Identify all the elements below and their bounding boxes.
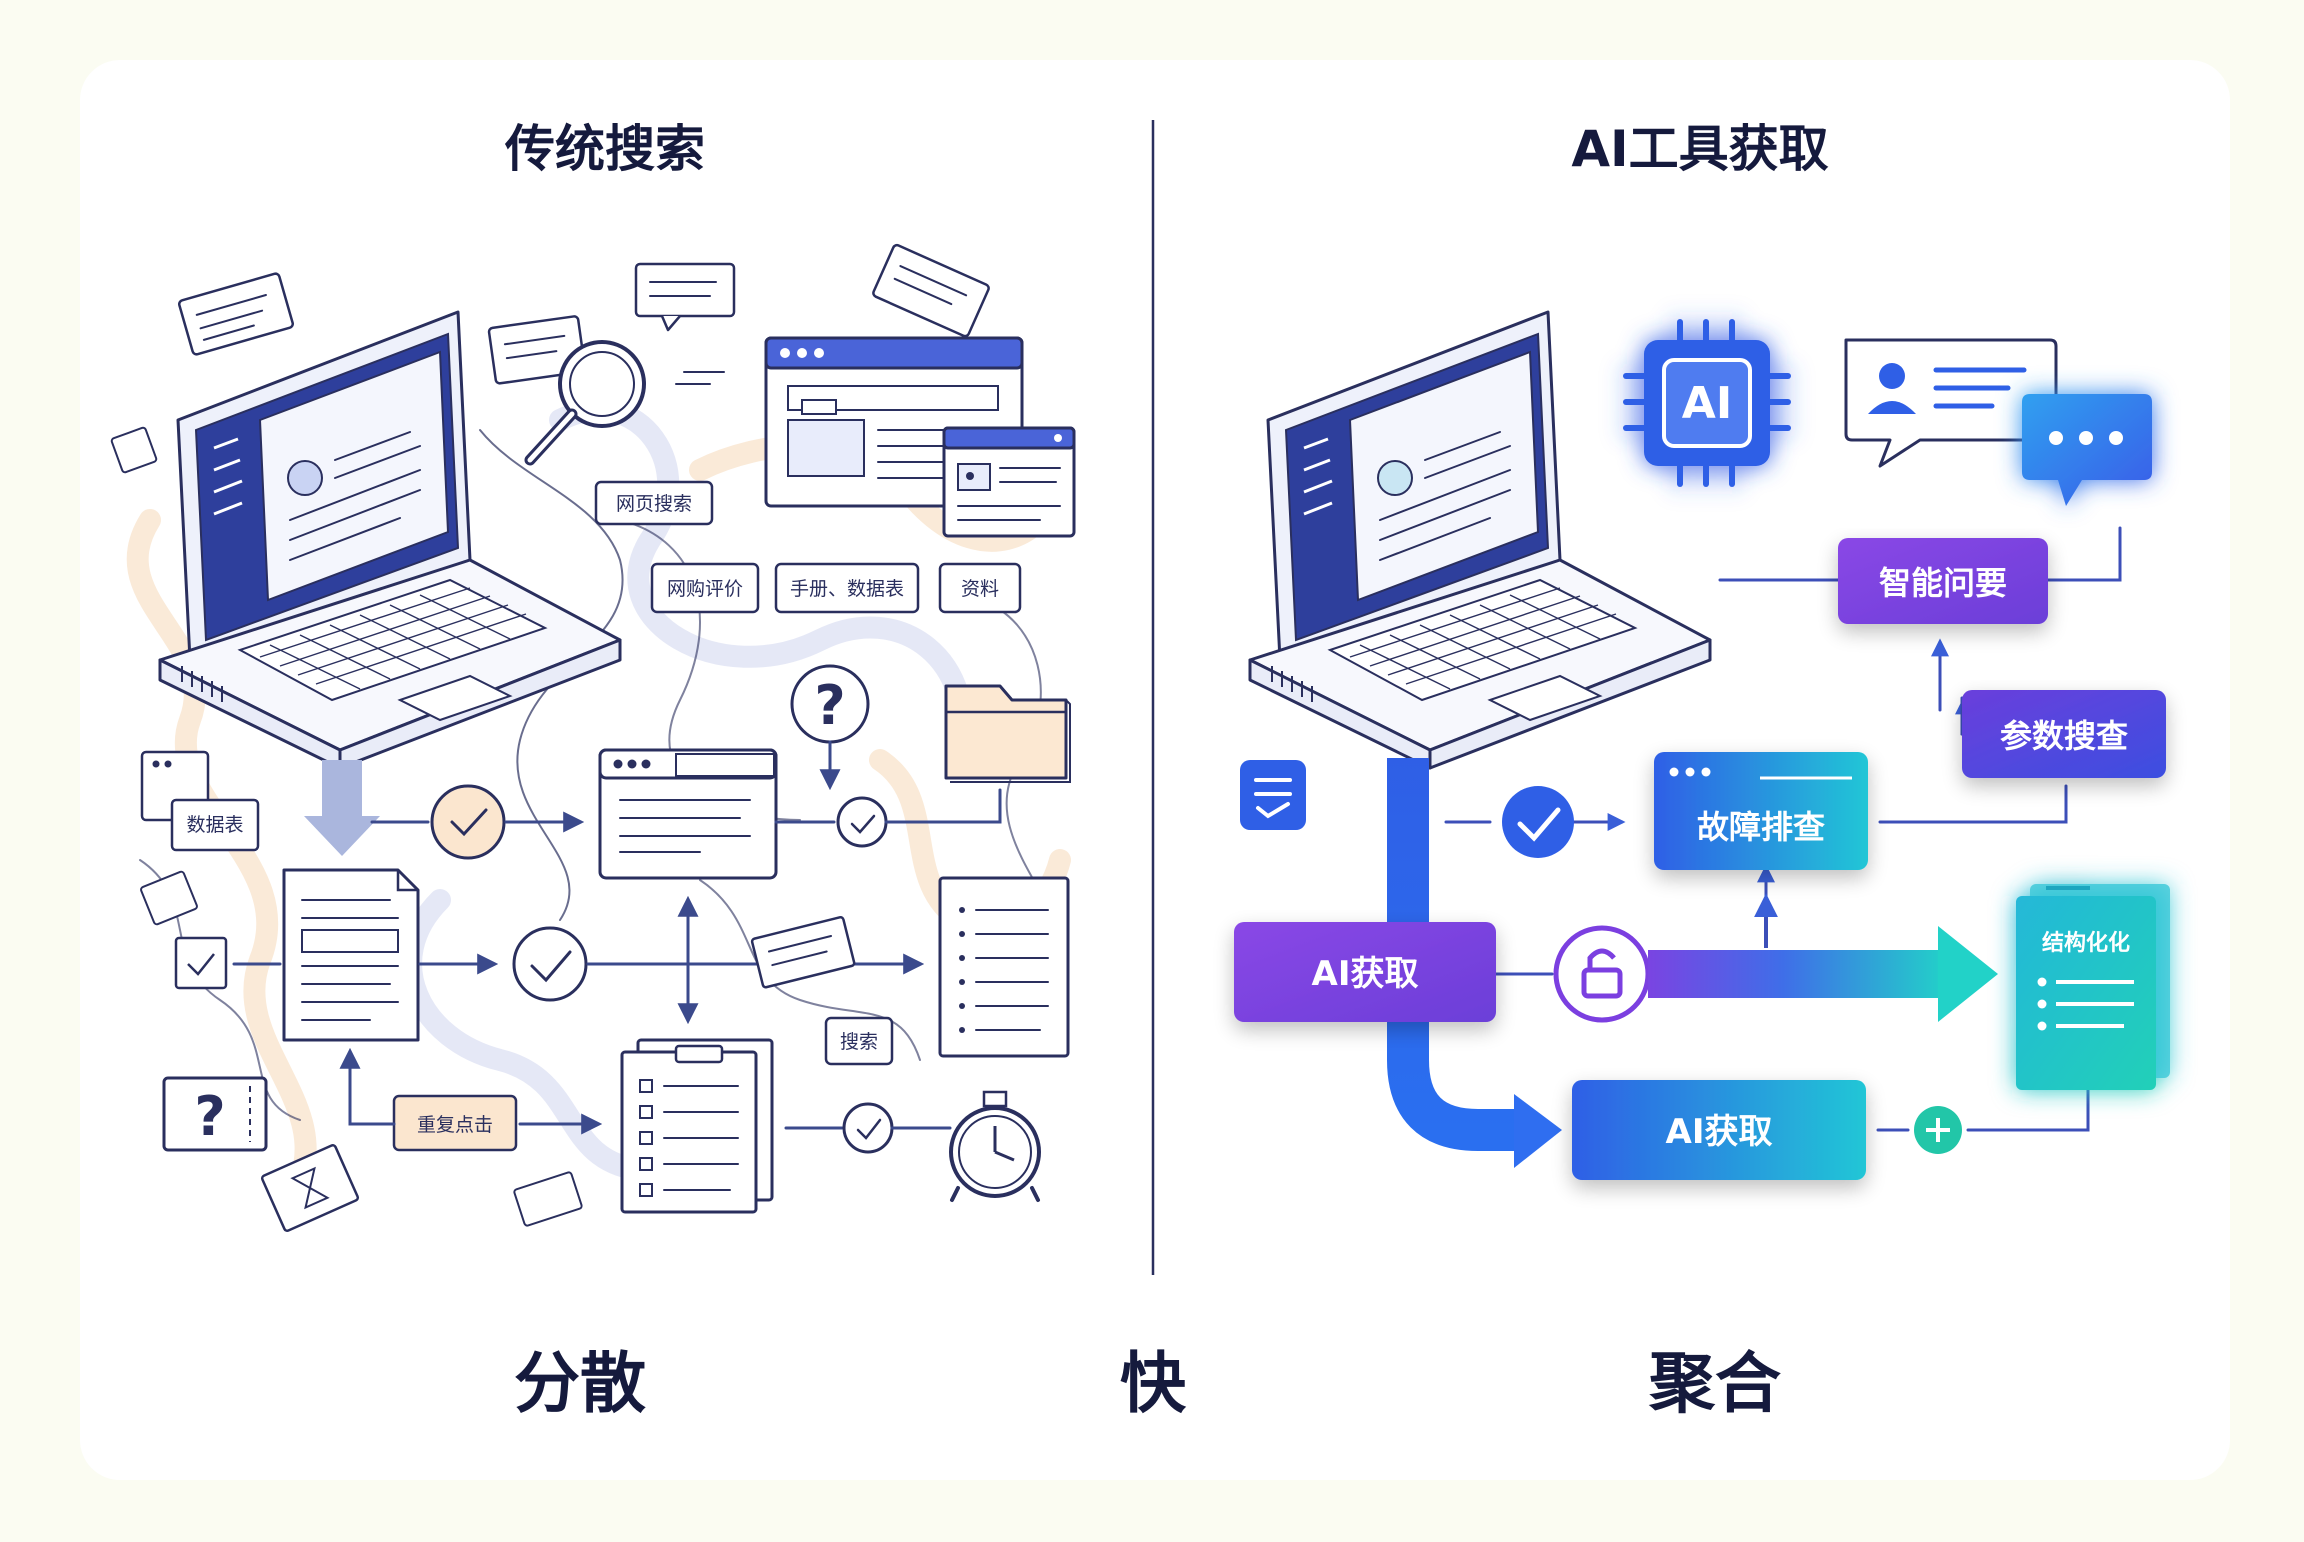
profile-chat-bubble	[1844, 338, 2058, 468]
footer-right-label: 聚合	[1648, 1345, 1781, 1422]
down-arrow	[304, 760, 380, 856]
folder-icon	[944, 684, 1071, 783]
troubleshoot-box: 故障排查	[1654, 752, 1868, 870]
question-bubble-icon: ?	[790, 664, 870, 791]
structured-document: 结构化化	[2016, 884, 2170, 1090]
tag-chips: 网页搜索 网购评价 手册、数据表 资料 搜索 重复点击	[392, 480, 1022, 1152]
chat-dots-bubble	[2022, 394, 2152, 506]
left-panel: 传统搜索	[110, 120, 1076, 1232]
ai-chip-icon: AI	[1623, 319, 1791, 487]
plus-icon	[1914, 1106, 1962, 1154]
ai-fetch-main-label: AI获取	[1312, 954, 1419, 994]
footer-left-label: 分散	[514, 1345, 646, 1422]
ai-chip-label: AI	[1682, 378, 1732, 429]
tag-label: 网页搜索	[616, 493, 692, 515]
document-check-icon	[1240, 760, 1306, 830]
flow-row-1	[370, 748, 1002, 880]
tag-label: 资料	[961, 578, 999, 600]
question-mark: ?	[814, 674, 845, 737]
left-panel-title: 传统搜索	[504, 120, 705, 178]
right-panel: AI工具获取	[1234, 120, 2170, 1180]
blue-main-path	[1387, 758, 1562, 1168]
right-panel-title: AI工具获取	[1571, 120, 1828, 178]
troubleshoot-label: 故障排查	[1697, 808, 1825, 846]
tag-label: 手册、数据表	[790, 578, 904, 600]
tag-label: 重复点击	[417, 1114, 493, 1136]
laptop-right	[1248, 310, 1712, 770]
ai-fetch-lower-label: AI获取	[1666, 1112, 1773, 1152]
question-mark: ?	[194, 1085, 225, 1148]
tag-label: 搜索	[840, 1031, 878, 1053]
mini-window-left: 数据表	[140, 750, 260, 852]
lock-icon	[1553, 925, 1651, 1023]
param-search-label: 参数搜查	[2000, 717, 2128, 755]
check-circle-icon	[1502, 786, 1574, 858]
structured-label: 结构化化	[2042, 930, 2130, 956]
tag-label: 数据表	[186, 814, 243, 836]
footer-center-label: 快	[1120, 1345, 1187, 1422]
flow-row-3: ?	[162, 1038, 1041, 1232]
param-search-box: 参数搜查	[1962, 690, 2166, 778]
floating-notes	[110, 243, 990, 1227]
tag-label: 网购评价	[667, 578, 743, 600]
laptop-left	[158, 310, 622, 770]
background-card	[80, 60, 2230, 1480]
smart-qa-box: 智能问要	[1838, 538, 2048, 624]
ai-fetch-lower-box: AI获取	[1572, 1080, 1866, 1180]
footer-labels: 分散 快 聚合	[514, 1345, 1781, 1422]
gradient-arrow	[1648, 926, 1998, 1022]
browser-windows	[764, 336, 1076, 538]
ai-fetch-main-box: AI获取	[1234, 922, 1496, 1022]
magnifier-icon	[524, 340, 646, 466]
flow-row-2	[174, 868, 1070, 1058]
smart-qa-label: 智能问要	[1879, 564, 2007, 602]
